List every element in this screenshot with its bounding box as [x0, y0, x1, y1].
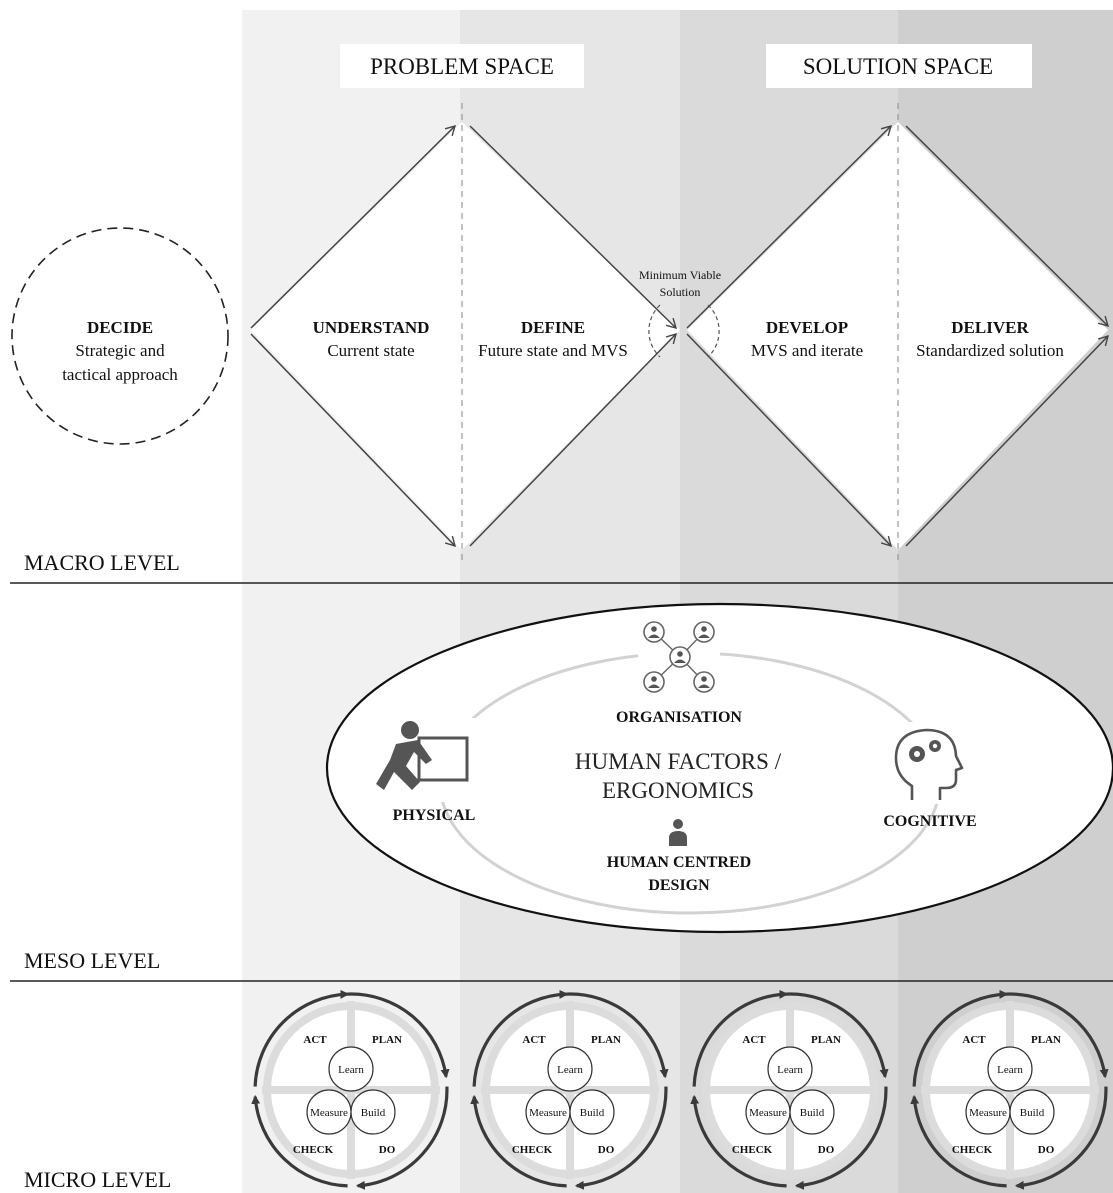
develop-subtitle: MVS and iterate — [751, 341, 863, 360]
pdca-text-build: Build — [1020, 1107, 1045, 1119]
problem-space-box — [340, 44, 584, 88]
physical-label: PHYSICAL — [393, 807, 476, 824]
pdca-label-check: CHECK — [293, 1144, 334, 1156]
pdca-label-act: ACT — [303, 1034, 327, 1046]
pdca-arrow — [253, 989, 350, 1087]
pdca-arrow — [786, 992, 889, 1079]
pdca-label-do: DO — [598, 1144, 615, 1156]
mvs-label-line1: Minimum Viable — [639, 268, 721, 282]
pdca-arrow — [355, 1086, 449, 1190]
pdca-arrow — [1014, 1086, 1108, 1190]
decide-circle — [11, 227, 229, 445]
develop-title: DEVELOP — [766, 318, 848, 337]
decide-line1: Strategic and — [75, 341, 165, 360]
hfe-title-line1: HUMAN FACTORS / — [575, 749, 782, 774]
solution-space-box — [766, 44, 1032, 88]
pdca-label-do: DO — [1038, 1144, 1055, 1156]
pdca-circle-build — [350, 1089, 396, 1135]
pdca-label-plan: PLAN — [1031, 1034, 1061, 1046]
pdca-arrow — [912, 989, 1009, 1087]
solution-space-label: SOLUTION SPACE — [803, 54, 993, 79]
pdca-label-act: ACT — [522, 1034, 546, 1046]
pdca-text-learn: Learn — [997, 1064, 1023, 1076]
diamond-arrows — [250, 124, 1110, 548]
define-subtitle: Future state and MVS — [478, 341, 628, 360]
pdca-circle-build — [1009, 1089, 1055, 1135]
pdca-arrow — [692, 989, 789, 1087]
pdca-label-plan: PLAN — [591, 1034, 621, 1046]
pdca-text-learn: Learn — [557, 1064, 583, 1076]
pdca-label-check: CHECK — [952, 1144, 993, 1156]
problem-space-label: PROBLEM SPACE — [370, 54, 554, 79]
pdca-arrow — [910, 1094, 1007, 1188]
decide-line2: tactical approach — [62, 365, 178, 384]
understand-subtitle: Current state — [327, 341, 414, 360]
pdca-circle-learn — [767, 1046, 813, 1092]
pdca-arrow — [1006, 992, 1109, 1079]
pdca-arrow — [574, 1086, 668, 1190]
pdca-text-measure: Measure — [310, 1107, 348, 1119]
deliver-title: DELIVER — [951, 318, 1029, 337]
micro-level-label: MICRO LEVEL — [24, 1167, 171, 1192]
pdca-text-learn: Learn — [338, 1064, 364, 1076]
macro-level-label: MACRO LEVEL — [24, 550, 180, 575]
pdca-arrow — [347, 992, 450, 1079]
pdca-label-act: ACT — [742, 1034, 766, 1046]
mvs-arc-left — [648, 304, 661, 358]
pdca-text-build: Build — [580, 1107, 605, 1119]
pdca-circle-build — [789, 1089, 835, 1135]
problem-diamond — [251, 122, 680, 550]
pdca-text-build: Build — [361, 1107, 386, 1119]
pdca-circle-build — [569, 1089, 615, 1135]
pdca-arrow — [566, 992, 669, 1079]
pdca-text-measure: Measure — [969, 1107, 1007, 1119]
hcd-label-line2: DESIGN — [648, 877, 710, 894]
person-icon — [664, 815, 692, 849]
hfe-title-line2: ERGONOMICS — [602, 778, 754, 803]
pdca-circle-learn — [987, 1046, 1033, 1092]
pdca-label-do: DO — [379, 1144, 396, 1156]
cognitive-head-icon — [886, 722, 970, 804]
deliver-subtitle: Standardized solution — [916, 341, 1064, 360]
organisation-icon — [638, 619, 720, 695]
define-title: DEFINE — [521, 318, 585, 337]
pdca-label-act: ACT — [962, 1034, 986, 1046]
pdca-circle-learn — [547, 1046, 593, 1092]
meso-level-label: MESO LEVEL — [24, 948, 160, 973]
pdca-text-measure: Measure — [529, 1107, 567, 1119]
pdca-label-plan: PLAN — [811, 1034, 841, 1046]
pdca-label-do: DO — [818, 1144, 835, 1156]
pdca-text-build: Build — [800, 1107, 825, 1119]
mvs-arc-right — [707, 304, 720, 358]
pdca-arrow — [794, 1086, 888, 1190]
pdca-label-check: CHECK — [732, 1144, 773, 1156]
pdca-arrow — [472, 989, 569, 1087]
understand-title: UNDERSTAND — [313, 318, 430, 337]
hcd-label-line1: HUMAN CENTRED — [607, 854, 751, 871]
pdca-arrow — [690, 1094, 787, 1188]
pdca-label-plan: PLAN — [372, 1034, 402, 1046]
cognitive-label: COGNITIVE — [883, 813, 976, 830]
pdca-text-learn: Learn — [777, 1064, 803, 1076]
pdca-arrow — [470, 1094, 567, 1188]
pdca-label-check: CHECK — [512, 1144, 553, 1156]
mvs-label-line2: Solution — [660, 285, 701, 299]
organisation-label: ORGANISATION — [616, 709, 742, 726]
pdca-circle-learn — [328, 1046, 374, 1092]
physical-lifting-icon — [376, 718, 475, 802]
pdca-text-measure: Measure — [749, 1107, 787, 1119]
pdca-arrow — [251, 1094, 348, 1188]
decide-title: DECIDE — [87, 318, 153, 337]
